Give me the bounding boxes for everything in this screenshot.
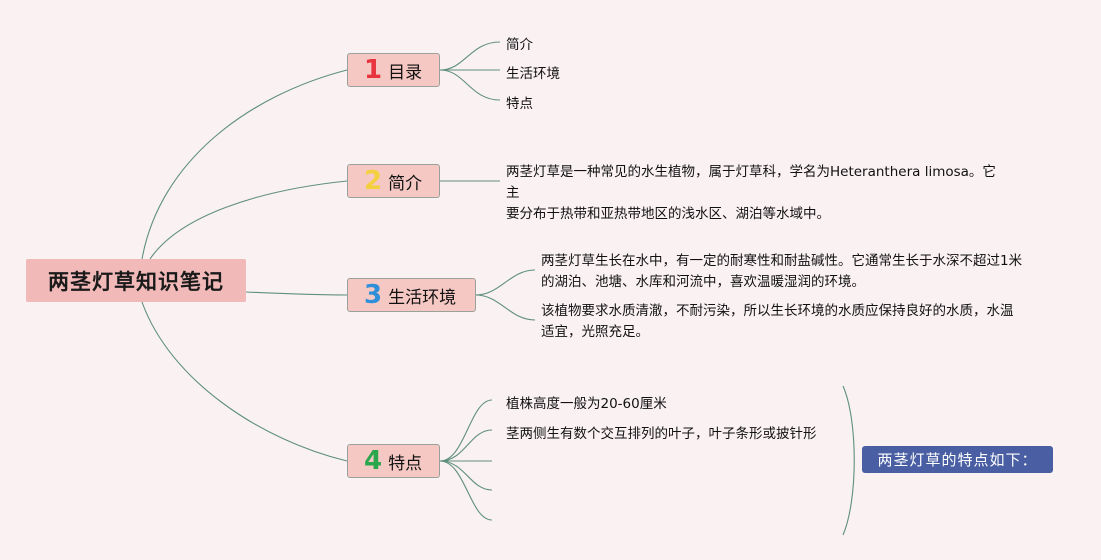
topic-node-2[interactable]: 2 简介 xyxy=(347,164,440,198)
subtopic[interactable]: 生活环境 xyxy=(506,66,560,82)
text-line: 适宜，光照充足。 xyxy=(541,324,649,340)
subtopic[interactable]: 简介 xyxy=(506,37,533,53)
node-label: 生活环境 xyxy=(388,287,457,308)
text-line: 两茎灯草是一种常见的水生植物，属于灯草科，学名为Heteranthera lim… xyxy=(506,164,996,201)
node-number: 4 xyxy=(364,446,383,476)
node-label: 简介 xyxy=(388,173,423,194)
node-label: 目录 xyxy=(388,62,423,83)
text-line: 两茎灯草生长在水中，有一定的耐寒性和耐盐碱性。它通常生长于水深不超过1米 xyxy=(541,253,1023,269)
text-line: 的湖泊、池塘、水库和河流中，喜欢温暖湿润的环境。 xyxy=(541,274,865,290)
habitat-text-2[interactable]: 该植物要求水质清澈，不耐污染，所以生长环境的水质应保持良好的水质，水温 适宜，光… xyxy=(541,301,1051,343)
node-number: 2 xyxy=(364,166,383,196)
node-number: 3 xyxy=(364,280,383,310)
topic-node-4[interactable]: 4 特点 xyxy=(347,444,440,478)
root-title: 两茎灯草知识笔记 xyxy=(48,269,224,294)
root-topic[interactable]: 两茎灯草知识笔记 xyxy=(26,259,246,302)
text-line: 该植物要求水质清澈，不耐污染，所以生长环境的水质应保持良好的水质，水温 xyxy=(541,303,1014,319)
summary-topic[interactable]: 两茎灯草的特点如下： xyxy=(862,446,1053,473)
topic-node-1[interactable]: 1 目录 xyxy=(347,53,440,87)
text-line: 要分布于热带和亚热带地区的浅水区、湖泊等水域中。 xyxy=(506,206,830,222)
summary-label: 两茎灯草的特点如下： xyxy=(877,451,1038,469)
node-number: 1 xyxy=(364,55,383,85)
subtopic[interactable]: 茎两侧生有数个交互排列的叶子，叶子条形或披针形 xyxy=(506,426,817,442)
intro-text[interactable]: 两茎灯草是一种常见的水生植物，属于灯草科，学名为Heteranthera lim… xyxy=(506,162,1006,225)
topic-node-3[interactable]: 3 生活环境 xyxy=(347,278,476,312)
node-label: 特点 xyxy=(388,453,423,474)
subtopic[interactable]: 植株高度一般为20-60厘米 xyxy=(506,396,667,412)
subtopic[interactable]: 特点 xyxy=(506,96,533,112)
habitat-text-1[interactable]: 两茎灯草生长在水中，有一定的耐寒性和耐盐碱性。它通常生长于水深不超过1米 的湖泊… xyxy=(541,251,1051,293)
